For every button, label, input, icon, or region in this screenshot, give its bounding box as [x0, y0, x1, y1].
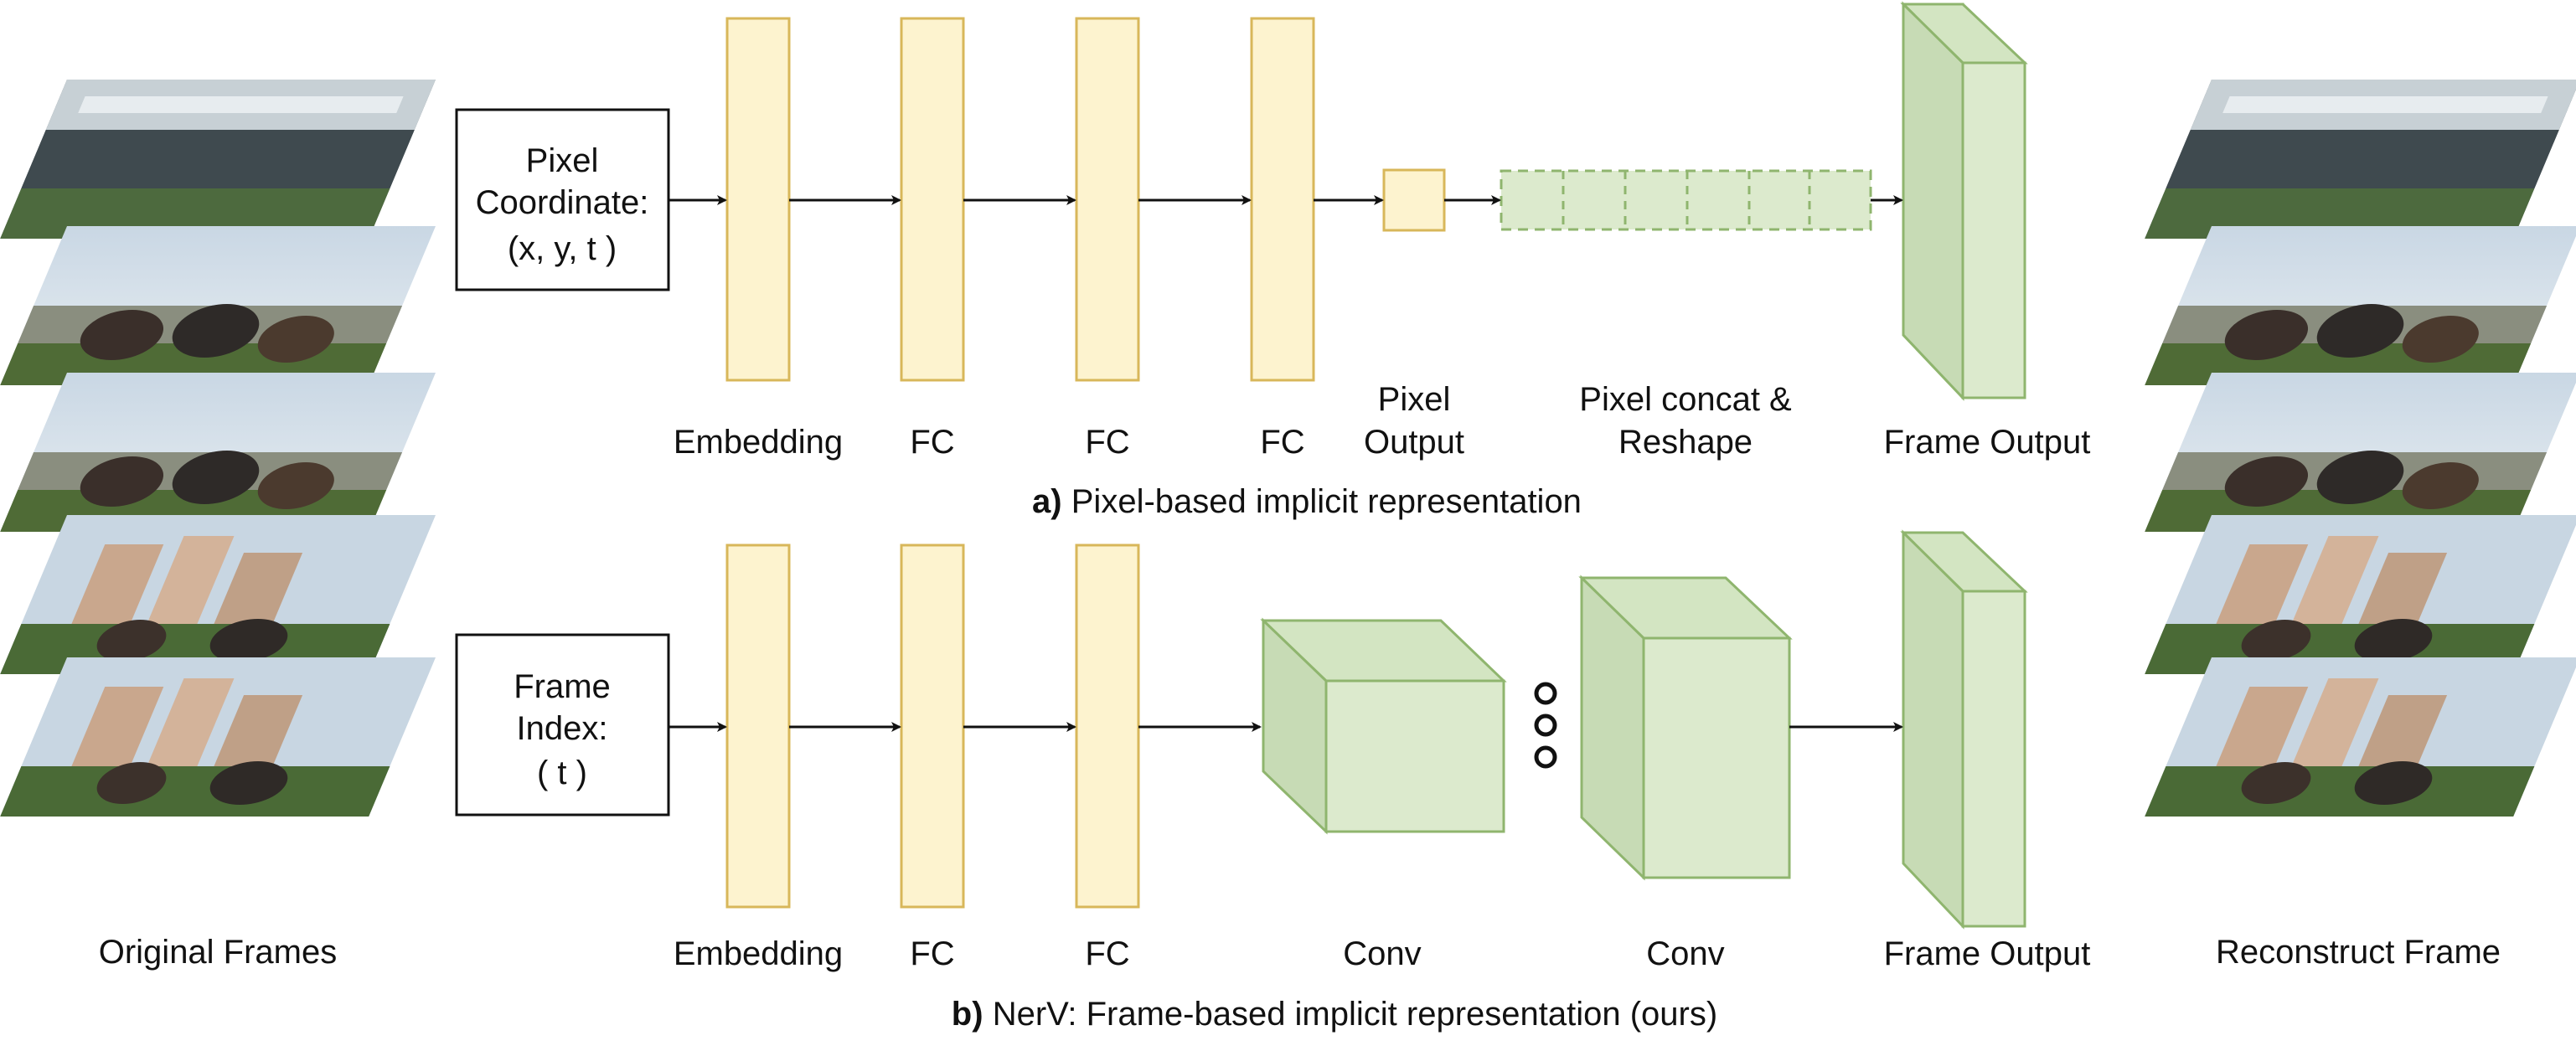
conv-box-1	[1260, 617, 1507, 835]
reconstruct-frame-1	[2145, 80, 2576, 239]
label-b-frame-output: Frame Output	[1884, 935, 2091, 972]
pixel-concat-strip	[1500, 169, 1872, 231]
original-frame-4	[0, 515, 436, 674]
conv-box-2	[1578, 574, 1793, 881]
fc-layer-b2	[1075, 544, 1140, 909]
original-frame-5	[0, 657, 436, 817]
label-a-fc1: FC	[910, 424, 954, 461]
label-b-fc1: FC	[910, 935, 954, 972]
label-b-fc2: FC	[1085, 935, 1129, 972]
caption-b-text: NerV: Frame-based implicit representatio…	[993, 996, 1718, 1033]
label-a-fc2: FC	[1085, 424, 1129, 461]
label-a-frame-output: Frame Output	[1884, 424, 2091, 461]
reconstruct-frame-3	[2145, 373, 2576, 532]
frame-index-line-1: Frame	[514, 668, 611, 705]
label-a-pixel-concat-line-2: Reshape	[1618, 424, 1753, 461]
original-frame-3	[0, 373, 436, 532]
embedding-layer-a	[725, 17, 791, 382]
caption-b: b) NerV: Frame-based implicit representa…	[952, 996, 1717, 1033]
diagram-a: Pixel Coordinate: (x, y, t )	[455, 1, 2091, 520]
frame-output-box-a	[1900, 1, 2028, 401]
original-frames-caption: Original Frames	[99, 934, 338, 971]
reconstruct-frame-5	[2145, 657, 2576, 817]
diagram-b: Frame Index: ( t )	[455, 529, 2091, 1033]
pixel-coordinate-line-3: (x, y, t )	[508, 230, 617, 267]
embedding-layer-b	[725, 544, 791, 909]
pixel-coordinate-line-2: Coordinate:	[476, 184, 649, 221]
label-b-conv1: Conv	[1343, 935, 1421, 972]
reconstruct-frame-2	[2145, 226, 2576, 385]
frame-output-box-b	[1900, 529, 2028, 930]
ellipsis-dots	[1534, 682, 1557, 769]
label-b-embedding: Embedding	[674, 935, 843, 972]
caption-b-prefix: b)	[952, 996, 983, 1033]
label-a-pixel-concat-line-1: Pixel concat &	[1579, 381, 1792, 418]
label-a-fc3: FC	[1260, 424, 1304, 461]
reconstruct-frame-4	[2145, 515, 2576, 674]
original-frames-stack	[0, 80, 436, 817]
frame-index-line-3: ( t )	[537, 755, 587, 791]
label-b-conv2: Conv	[1646, 935, 1724, 972]
label-a-pixel-output-line-2: Output	[1364, 424, 1464, 461]
pixel-coordinate-input-box	[455, 108, 670, 291]
fc-layer-a1	[900, 17, 965, 382]
reconstruct-frames-stack	[2145, 80, 2576, 817]
label-a-embedding: Embedding	[674, 424, 843, 461]
original-frame-1	[0, 80, 436, 239]
pixel-coordinate-line-1: Pixel	[526, 142, 599, 179]
original-frame-2	[0, 226, 436, 385]
caption-a: a) Pixel-based implicit representation	[1032, 483, 1582, 520]
pixel-output-box	[1382, 168, 1446, 232]
caption-a-text: Pixel-based implicit representation	[1071, 483, 1582, 520]
reconstruct-frames-caption: Reconstruct Frame	[2216, 934, 2501, 971]
frame-index-line-2: Index:	[517, 710, 608, 747]
frame-index-input-box	[455, 633, 670, 817]
fc-layer-a3	[1250, 17, 1315, 382]
label-a-pixel-output-line-1: Pixel	[1378, 381, 1451, 418]
fc-layer-a2	[1075, 17, 1140, 382]
fc-layer-b1	[900, 544, 965, 909]
caption-a-prefix: a)	[1032, 483, 1062, 520]
